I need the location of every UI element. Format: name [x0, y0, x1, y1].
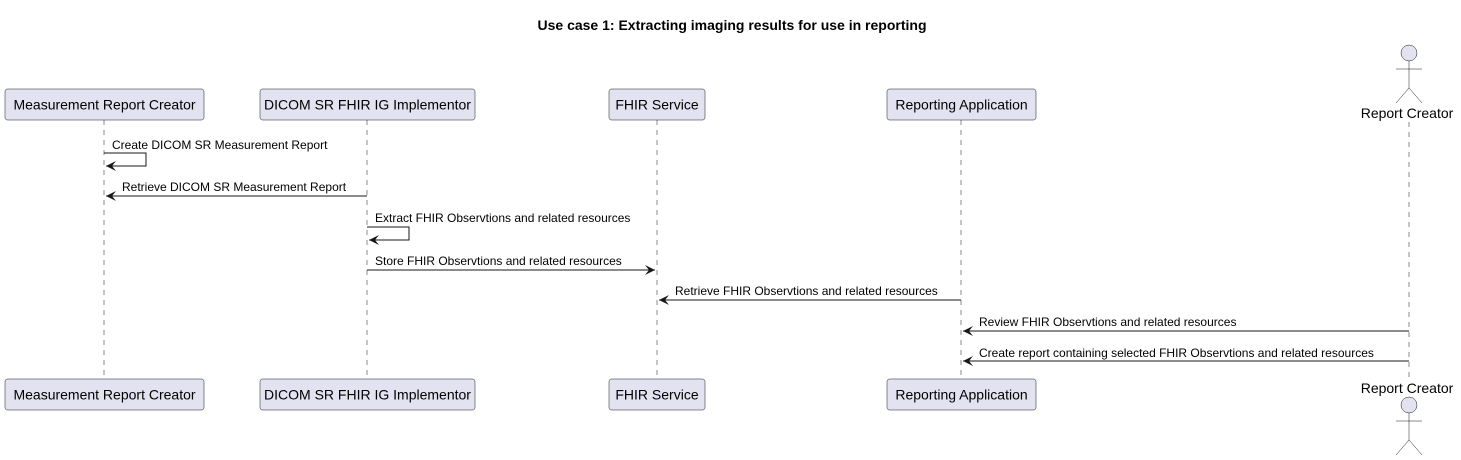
message-7: Create report containing selected FHIR O…: [963, 346, 1409, 366]
message-label: Create report containing selected FHIR O…: [979, 346, 1374, 360]
participant-label: Reporting Application: [895, 97, 1027, 113]
message-label: Store FHIR Observtions and related resou…: [375, 254, 622, 268]
actor-label: Report Creator: [1361, 380, 1454, 396]
participant-label: FHIR Service: [615, 387, 698, 403]
message-1: Create DICOM SR Measurement Report: [104, 138, 328, 171]
participant-bottom-fhir-service: FHIR Service: [608, 378, 706, 411]
message-label: Extract FHIR Observtions and related res…: [375, 211, 630, 225]
actor-stick-figure-icon: [1395, 396, 1423, 456]
message-label: Review FHIR Observtions and related reso…: [979, 315, 1236, 329]
participant-top-fhir-service: FHIR Service: [608, 88, 706, 121]
message-6: Review FHIR Observtions and related reso…: [963, 315, 1409, 336]
participant-bottom-reporting-application: Reporting Application: [886, 378, 1037, 411]
actor-stick-figure-icon: [1395, 44, 1423, 104]
actor-label: Report Creator: [1361, 105, 1454, 121]
diagram-title: Use case 1: Extracting imaging results f…: [538, 17, 927, 33]
message-4: Store FHIR Observtions and related resou…: [367, 254, 655, 275]
actor-top-report-creator: Report Creator: [1361, 44, 1454, 121]
message-2: Retrieve DICOM SR Measurement Report: [106, 180, 367, 201]
message-label: Create DICOM SR Measurement Report: [112, 138, 328, 152]
message-5: Retrieve FHIR Observtions and related re…: [659, 284, 961, 305]
participant-bottom-implementor: DICOM SR FHIR IG Implementor: [259, 378, 476, 411]
participant-label: FHIR Service: [615, 97, 698, 113]
actor-bottom-report-creator: Report Creator: [1361, 380, 1454, 456]
participant-label: DICOM SR FHIR IG Implementor: [264, 97, 471, 113]
participant-label: Reporting Application: [895, 387, 1027, 403]
participant-top-reporting-application: Reporting Application: [886, 88, 1037, 121]
message-label: Retrieve DICOM SR Measurement Report: [122, 180, 347, 194]
participant-label: Measurement Report Creator: [13, 387, 195, 403]
message-3: Extract FHIR Observtions and related res…: [367, 211, 630, 245]
participant-top-measurement-report-creator: Measurement Report Creator: [4, 88, 205, 121]
participant-bottom-measurement-report-creator: Measurement Report Creator: [4, 378, 205, 411]
participant-top-implementor: DICOM SR FHIR IG Implementor: [259, 88, 476, 121]
participant-label: Measurement Report Creator: [13, 97, 195, 113]
participant-label: DICOM SR FHIR IG Implementor: [264, 387, 471, 403]
message-label: Retrieve FHIR Observtions and related re…: [675, 284, 938, 298]
